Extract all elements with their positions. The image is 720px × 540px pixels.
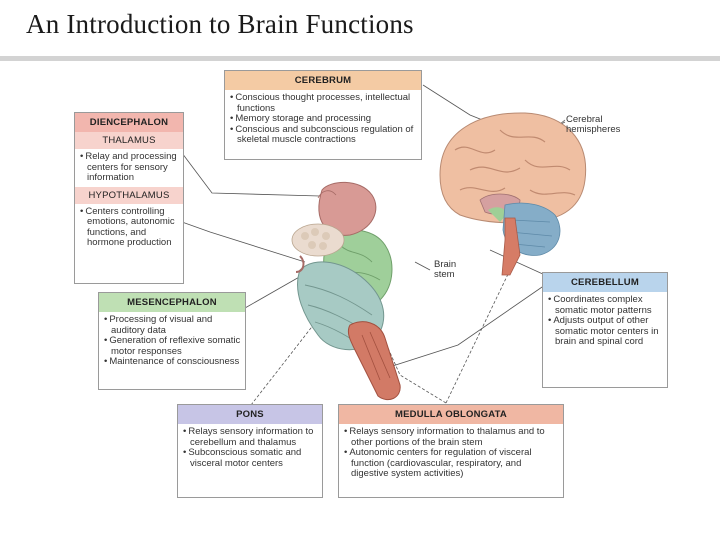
hypothalamus-title: HYPOTHALAMUS xyxy=(75,186,183,204)
cerebellum-box: CEREBELLUM Coordinates complex somatic m… xyxy=(542,272,668,388)
list-item: Relay and processing centers for sensory… xyxy=(80,151,179,184)
large-brainstem xyxy=(291,181,401,400)
thalamus-shape xyxy=(291,223,345,257)
cerebrum-box: CEREBRUM Conscious thought processes, in… xyxy=(224,70,422,160)
mesencephalon-title: MESENCEPHALON xyxy=(99,293,245,312)
list-item: Conscious and subconscious regulation of… xyxy=(230,124,417,146)
cerebellum-title: CEREBELLUM xyxy=(543,273,667,292)
thalamus-list: Relay and processing centers for sensory… xyxy=(75,149,183,187)
list-item: Subconscious somatic and visceral motor … xyxy=(183,447,318,469)
thalamus-title: THALAMUS xyxy=(75,132,183,149)
list-item: Relays sensory information to cerebellum… xyxy=(183,426,318,448)
mesencephalon-box: MESENCEPHALON Processing of visual and a… xyxy=(98,292,246,390)
list-item: Autonomic centers for regulation of visc… xyxy=(344,447,559,480)
list-item: Generation of reflexive somatic motor re… xyxy=(104,335,241,357)
cerebrum-title: CEREBRUM xyxy=(225,71,421,90)
list-item: Centers controlling emotions, autonomic … xyxy=(80,206,179,249)
medulla-shape xyxy=(347,321,401,400)
hypothalamus-leader xyxy=(181,221,306,263)
medulla-title: MEDULLA OBLONGATA xyxy=(339,405,563,424)
diencephalon-shape xyxy=(318,181,377,236)
slide-title: An Introduction to Brain Functions xyxy=(26,9,414,39)
list-item: Relays sensory information to thalamus a… xyxy=(344,426,559,448)
list-item: Conscious thought processes, intellectua… xyxy=(230,92,417,114)
pons-title: PONS xyxy=(178,405,322,424)
small-brainstem-shape xyxy=(501,217,521,276)
cerebellum-leader-2 xyxy=(379,284,546,371)
thalamus-leader xyxy=(181,152,321,197)
small-brain xyxy=(439,112,587,276)
list-item: Maintenance of consciousness xyxy=(104,356,241,368)
pons-list: Relays sensory information to cerebellum… xyxy=(178,424,322,472)
list-item: Coordinates complex somatic motor patter… xyxy=(548,294,663,316)
list-item: Adjusts output of other somatic motor ce… xyxy=(548,315,663,348)
diencephalon-title: DIENCEPHALON xyxy=(75,113,183,132)
cerebellum-list: Coordinates complex somatic motor patter… xyxy=(543,292,667,351)
brain-stem-label: Brain stem xyxy=(434,259,457,280)
brainstem-leader xyxy=(414,261,431,271)
diencephalon-box: DIENCEPHALON THALAMUS Relay and processi… xyxy=(74,112,184,284)
medulla-leader-2 xyxy=(445,269,511,404)
title-divider xyxy=(0,56,720,61)
list-item: Memory storage and processing xyxy=(230,113,417,125)
list-item: Processing of visual and auditory data xyxy=(104,314,241,336)
medulla-box: MEDULLA OBLONGATA Relays sensory informa… xyxy=(338,404,564,498)
hypothalamus-list: Centers controlling emotions, autonomic … xyxy=(75,204,183,252)
cerebrum-list: Conscious thought processes, intellectua… xyxy=(225,90,421,149)
pons-box: PONS Relays sensory information to cereb… xyxy=(177,404,323,498)
medulla-list: Relays sensory information to thalamus a… xyxy=(339,424,563,483)
mesencephalon-list: Processing of visual and auditory data G… xyxy=(99,312,245,371)
cerebellum-leader xyxy=(489,249,546,276)
cerebral-hemispheres-label: Cerebral hemispheres xyxy=(566,114,621,135)
cerebral-hemispheres-shape xyxy=(439,112,587,224)
